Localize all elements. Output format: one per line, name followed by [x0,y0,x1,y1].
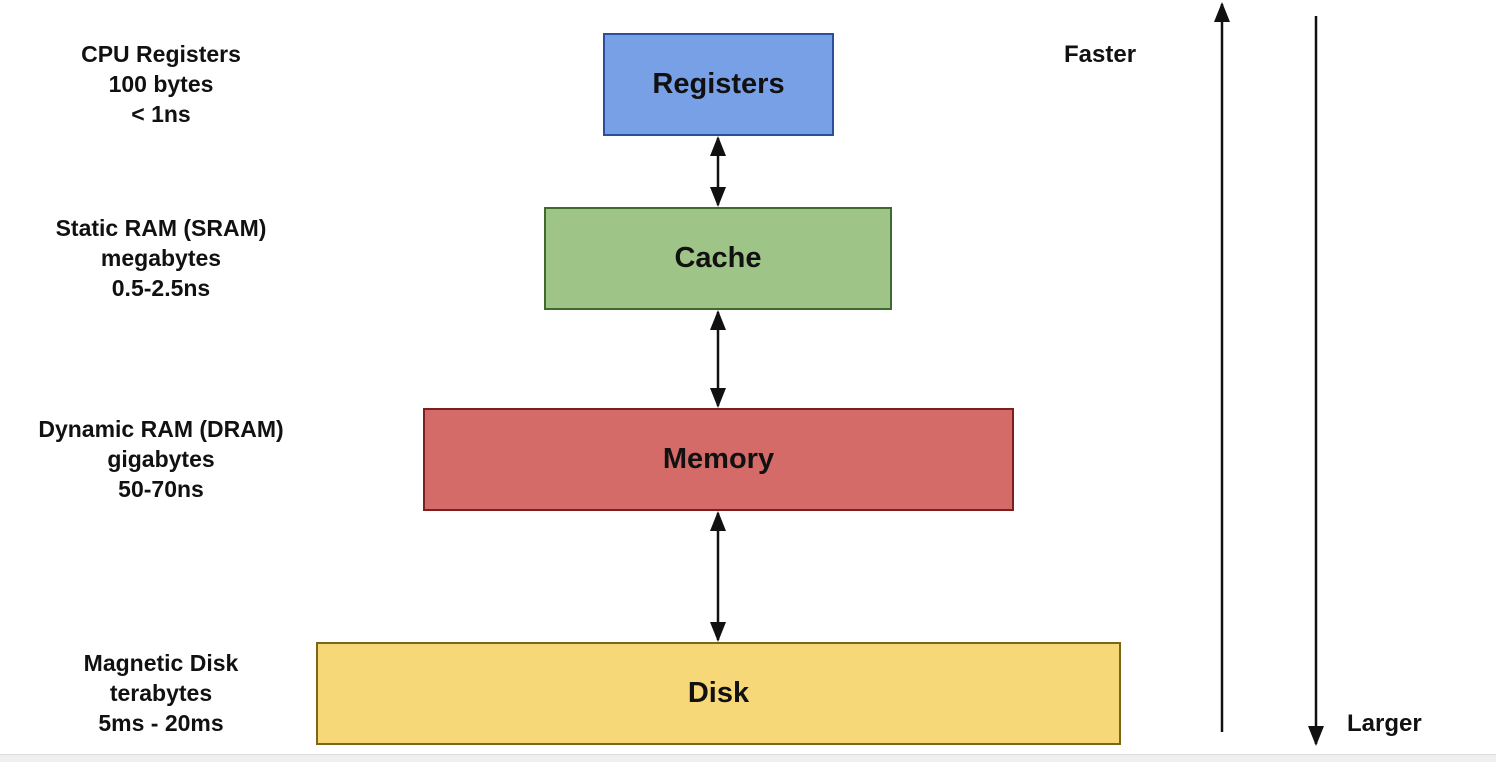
registers-size-label: 100 bytes [108,71,214,97]
larger-label: Larger [1347,710,1422,737]
disk-latency-label: 5ms - 20ms [98,710,224,736]
disk-box-label: Disk [687,677,750,709]
dram-type-label: Dynamic RAM (DRAM) [38,416,284,442]
sram-latency-label: 0.5-2.5ns [111,275,211,301]
registers-description: CPU Registers 100 bytes < 1ns [61,39,261,129]
sram-description: Static RAM (SRAM) megabytes 0.5-2.5ns [31,213,291,303]
bottom-divider [0,754,1496,762]
dram-size-label: gigabytes [107,446,215,472]
memory-box: Memory [423,408,1014,511]
registers-type-label: CPU Registers [81,41,241,67]
memory-box-label: Memory [662,443,775,475]
disk-type-label: Magnetic Disk [83,650,239,676]
sram-size-label: megabytes [100,245,222,271]
registers-latency-label: < 1ns [131,101,191,127]
faster-label: Faster [1064,41,1137,68]
sram-type-label: Static RAM (SRAM) [55,215,267,241]
disk-box: Disk [316,642,1121,745]
dram-latency-label: 50-70ns [118,476,204,502]
registers-box-label: Registers [652,68,785,100]
cache-box: Cache [544,207,892,310]
registers-box: Registers [603,33,834,136]
disk-description: Magnetic Disk terabytes 5ms - 20ms [51,648,271,738]
disk-size-label: terabytes [109,680,213,706]
dram-description: Dynamic RAM (DRAM) gigabytes 50-70ns [16,414,306,504]
cache-box-label: Cache [674,242,762,274]
